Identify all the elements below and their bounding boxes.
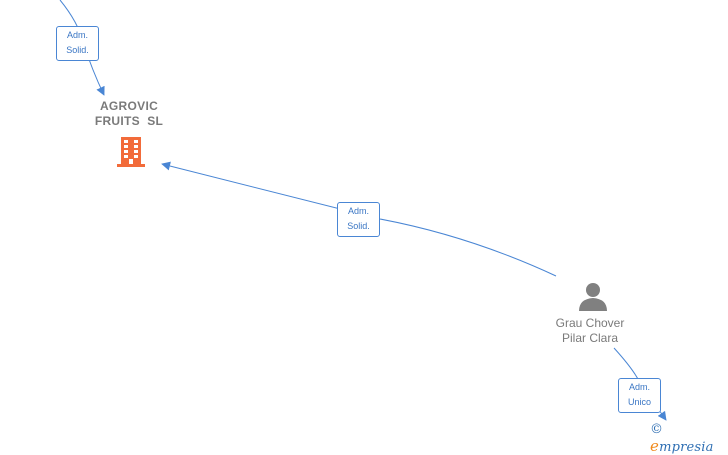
edge-label-top-line-1: Adm. <box>66 30 88 40</box>
edge-label-middle[interactable]: Adm. Solid. <box>337 202 380 237</box>
empresia-logo: © empresia <box>650 422 728 455</box>
building-icon[interactable] <box>114 135 148 169</box>
edge-label-bottom-line-1: Adm. <box>628 382 650 392</box>
person-name-line-2: Pilar Clara <box>561 331 618 345</box>
brand-rest: mpresia <box>659 439 714 455</box>
edge-label-top[interactable]: Adm. Solid. <box>56 26 99 61</box>
edge-line-person-to-company <box>161 161 557 277</box>
person-name[interactable]: Grau Chover Pilar Clara <box>536 316 644 346</box>
company-name-line-2: FRUITS SL <box>94 114 164 128</box>
edge-label-bottom[interactable]: Adm. Unico <box>618 378 661 413</box>
edge-label-middle-line-1: Adm. <box>347 206 369 216</box>
person-icon[interactable] <box>577 281 609 311</box>
edge-label-middle-line-2: Solid. <box>347 221 370 231</box>
edge-label-bottom-line-2: Unico <box>627 397 651 407</box>
edge-label-top-line-2: Solid. <box>66 45 89 55</box>
copyright-icon: © <box>650 421 664 437</box>
person-name-line-1: Grau Chover <box>555 316 625 330</box>
brand-first-letter: e <box>650 436 660 455</box>
company-name[interactable]: AGROVIC FRUITS SL <box>78 99 180 129</box>
company-name-line-1: AGROVIC <box>99 99 159 113</box>
